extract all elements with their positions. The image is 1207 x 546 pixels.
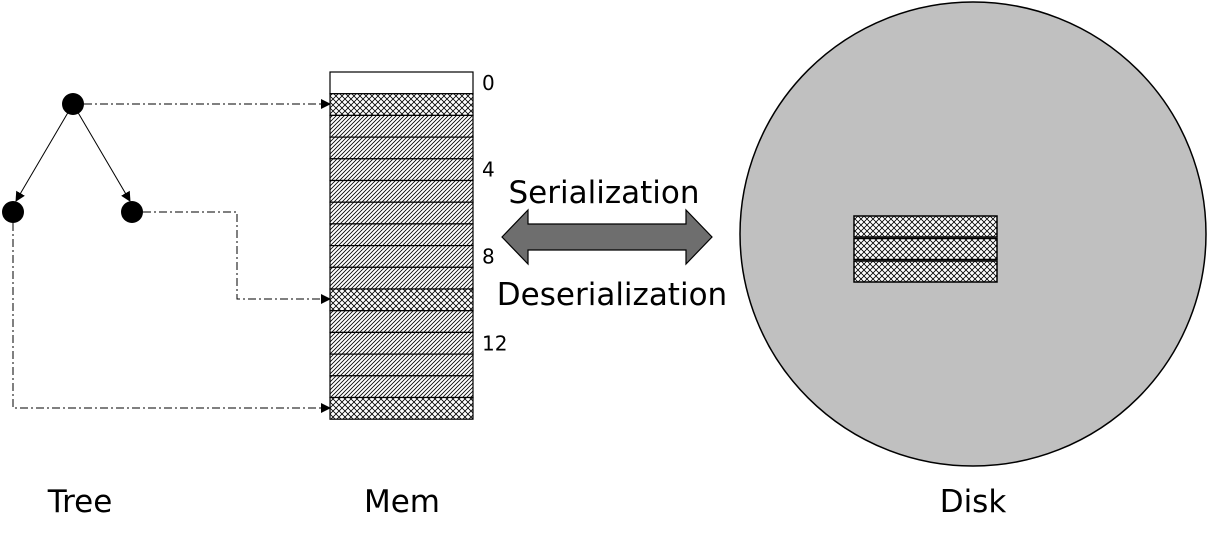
memory-cell <box>329 245 474 268</box>
tree-label: Tree <box>47 484 113 520</box>
memory-cell <box>329 288 474 312</box>
tree <box>2 93 143 223</box>
memory-cell <box>329 136 474 160</box>
memory-cell <box>329 331 474 355</box>
tree-node-right <box>121 201 143 223</box>
serialization-label: Serialization <box>509 175 700 211</box>
pointer-link-left <box>12 223 331 413</box>
memory-column <box>329 71 474 420</box>
disk-block <box>853 237 998 261</box>
memory-index-label: 12 <box>482 331 507 355</box>
memory-cell <box>329 353 474 377</box>
tree-node-root <box>62 93 84 115</box>
memory-cell <box>329 179 474 203</box>
memory-cell <box>329 201 474 225</box>
disk-label: Disk <box>940 484 1007 520</box>
mem-label: Mem <box>364 484 440 520</box>
deserialization-label: Deserialization <box>497 277 727 313</box>
tree-node-left <box>2 201 24 223</box>
pointer-links <box>12 99 331 413</box>
tree-edge-right <box>72 103 131 202</box>
disk-block <box>853 260 998 283</box>
memory-cell <box>329 396 474 420</box>
memory-cell <box>329 310 474 334</box>
memory-cell <box>329 71 474 95</box>
memory-cell <box>329 158 474 182</box>
memory-indices: 0 4 8 12 <box>482 71 507 355</box>
memory-cell <box>329 223 474 247</box>
disk-blocks <box>853 215 998 283</box>
memory-index-label: 8 <box>482 244 495 268</box>
disk-block <box>853 215 998 238</box>
memory-cell <box>329 375 474 399</box>
pointer-link-right <box>143 211 331 304</box>
tree-edge-left <box>15 103 74 202</box>
memory-cell <box>329 266 474 290</box>
memory-index-label: 4 <box>482 158 495 182</box>
memory-index-label: 0 <box>482 71 495 95</box>
memory-cell <box>329 93 474 116</box>
bidirectional-arrow <box>501 208 713 266</box>
memory-cell <box>329 114 474 138</box>
